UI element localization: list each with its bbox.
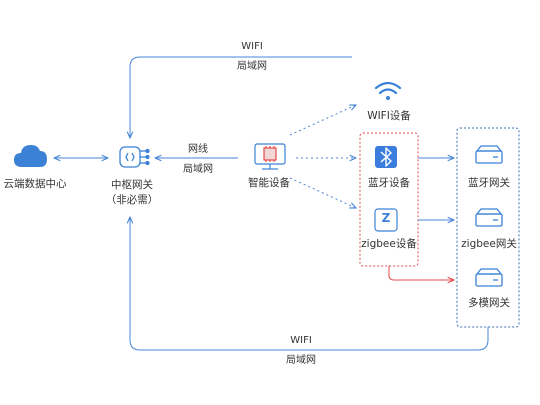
zigbee-icon (374, 208, 398, 232)
wifi-device-label: WIFI设备 (367, 110, 411, 122)
router-icon (475, 268, 503, 287)
top-loop-label-2: 局域网 (237, 61, 267, 72)
cloud-icon (14, 145, 47, 167)
smart-wifi-edge (289, 105, 356, 136)
smart-device-label: 智能设备 (248, 177, 290, 189)
device-group-box (359, 132, 419, 267)
zigbee-device-label: zigbee设备 (361, 238, 417, 250)
bluetooth-icon (375, 146, 397, 168)
wifi-icon (374, 81, 402, 100)
hub-smart-label-1: 网线 (188, 144, 208, 155)
zigbee-gateway-label: zigbee网关 (461, 238, 517, 250)
bottom-wifi-loop-edge (130, 217, 489, 351)
top-loop-label-1: WIFI (241, 41, 263, 52)
bluetooth-gateway-label: 蓝牙网关 (468, 177, 510, 189)
bluetooth-device-label: 蓝牙设备 (368, 177, 410, 189)
hub-smart-label-2: 局域网 (183, 164, 213, 175)
smart-zigbee-edge (289, 177, 356, 208)
hub-sublabel: （非必需） (105, 194, 159, 206)
hub-gateway-icon (119, 146, 150, 168)
router-icon (475, 208, 503, 227)
router-icon (475, 145, 503, 164)
top-wifi-loop-edge (130, 56, 352, 138)
bottom-loop-label-1: WIFI (290, 335, 312, 346)
multimode-gateway-label: 多模网关 (468, 297, 510, 309)
multimode-gateway-edge (388, 266, 454, 280)
zigbee-glyph: Z (381, 211, 391, 225)
bottom-loop-label-2: 局域网 (286, 355, 316, 366)
hub-label: 中枢网关 (111, 179, 153, 191)
gateway-group-box (456, 127, 520, 328)
smart-device-icon (254, 143, 286, 170)
cloud-label: 云端数据中心 (3, 178, 67, 190)
